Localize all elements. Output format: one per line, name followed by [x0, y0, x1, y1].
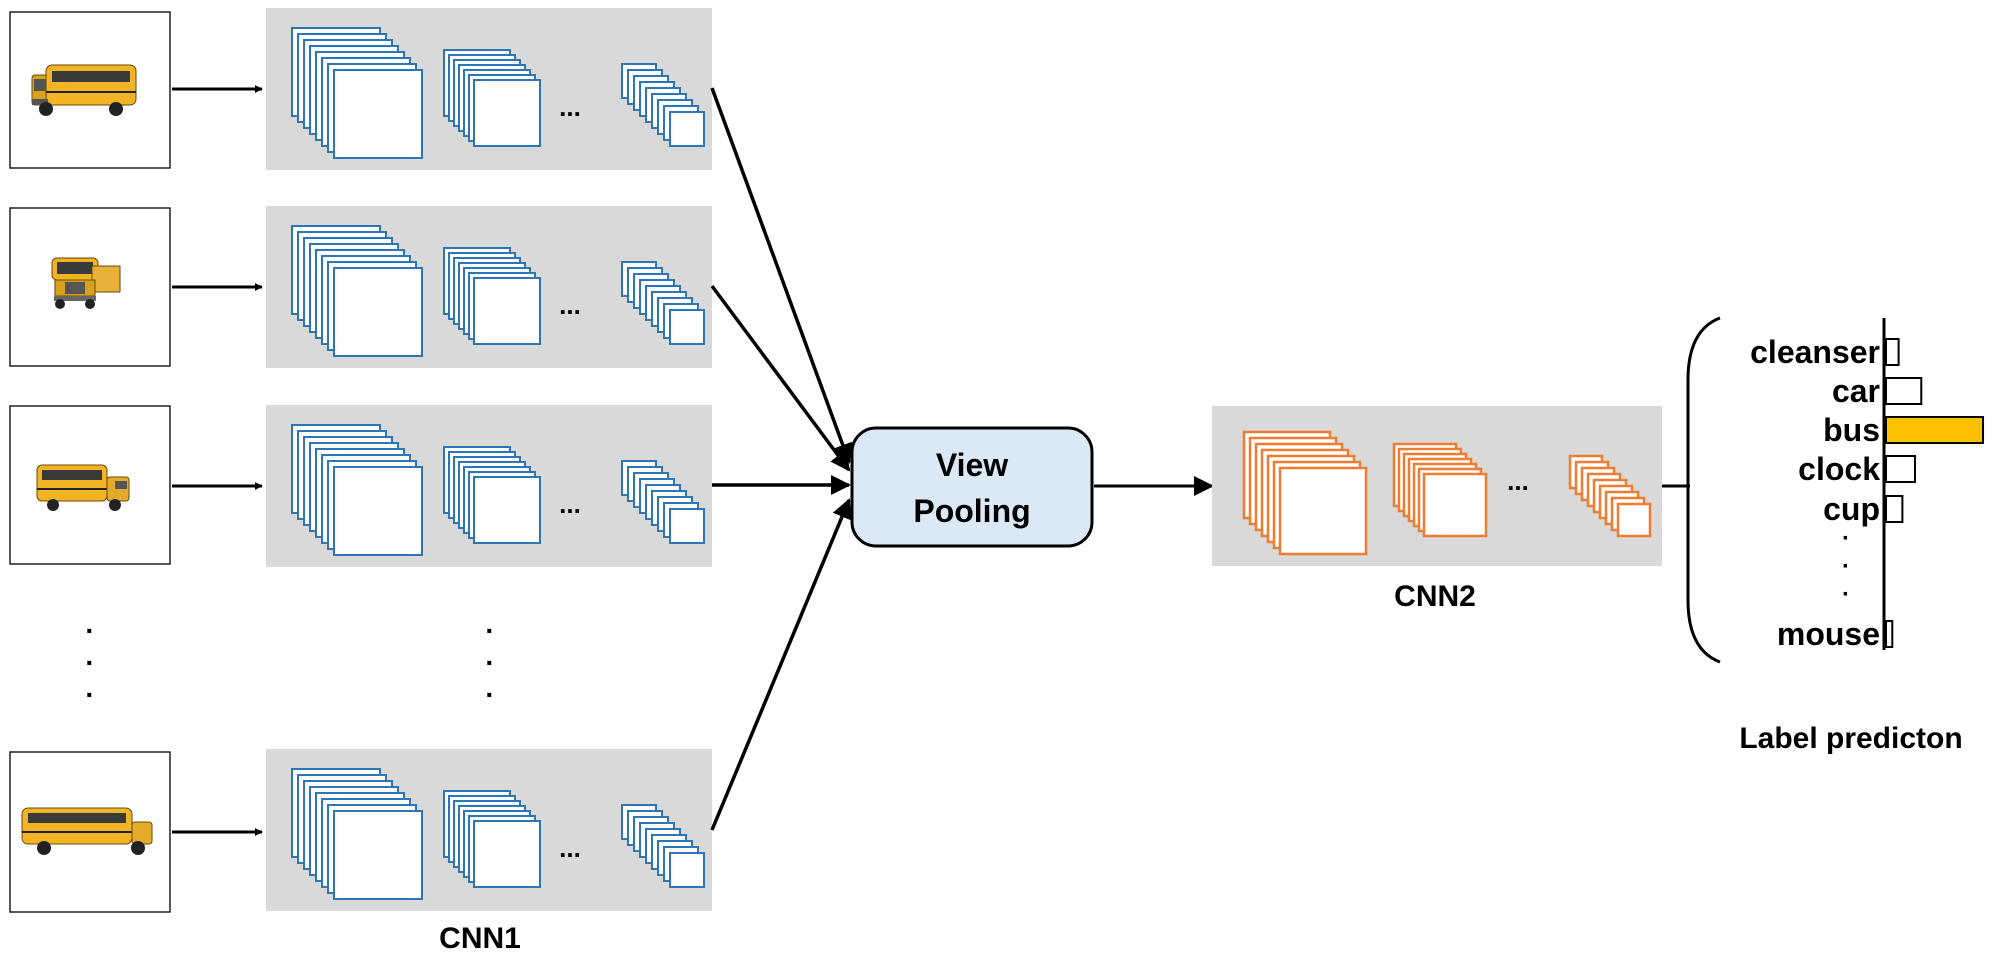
- ellipsis-dot: ·: [485, 679, 494, 710]
- feature-map: [473, 820, 541, 888]
- feature-map-stack: [1242, 430, 1368, 556]
- ellipsis: ...: [559, 489, 581, 519]
- feature-map-stack: [291, 225, 423, 357]
- prediction-bar: [1885, 377, 1923, 405]
- ellipsis: ...: [559, 290, 581, 320]
- ellipsis-dot: ·: [485, 615, 494, 646]
- cnn1-rows: ............: [266, 8, 712, 911]
- feature-map-stack: [291, 27, 423, 159]
- prediction-label: cleanser: [1750, 334, 1880, 370]
- school-bus-icon: [31, 64, 137, 116]
- ellipsis-dot: ·: [485, 647, 494, 678]
- ellipsis: ...: [559, 833, 581, 863]
- prediction-row-bus: bus: [1823, 412, 1985, 448]
- feature-map: [333, 810, 423, 900]
- pooling-arrow: [710, 498, 852, 831]
- feature-map-stack: [1568, 454, 1652, 538]
- prediction-bar: [1885, 620, 1894, 648]
- prediction-label: bus: [1823, 412, 1880, 448]
- feature-map: [1616, 502, 1652, 538]
- feature-map-stack: [621, 261, 705, 345]
- feature-map: [1422, 472, 1488, 538]
- prediction-bar: [1885, 338, 1900, 366]
- feature-map-stack: [1392, 442, 1488, 538]
- feature-map: [669, 508, 705, 544]
- prediction-label: clock: [1798, 451, 1880, 487]
- school-bus-icon: [36, 464, 130, 511]
- feature-map-stack: [621, 460, 705, 544]
- input-view-1: [9, 11, 171, 169]
- prediction-label: cup: [1823, 491, 1880, 527]
- prediction-dot: ·: [1842, 553, 1850, 580]
- feature-map: [669, 111, 705, 147]
- school-bus-icon: [51, 257, 121, 309]
- cnn1-row: ...: [266, 749, 712, 911]
- feature-map: [333, 69, 423, 159]
- prediction-bar: [1885, 416, 1985, 444]
- ellipsis: ...: [559, 92, 581, 122]
- input-view-2: [9, 207, 171, 367]
- ellipsis-dot: ·: [85, 615, 94, 646]
- prediction-label: car: [1832, 373, 1880, 409]
- prediction-title: Label predicton: [1739, 722, 1962, 755]
- prediction-row-clock: clock: [1798, 451, 1916, 487]
- cnn2-label: CNN2: [1394, 580, 1476, 613]
- input-arrows: [172, 85, 263, 836]
- prediction-bracket: [1686, 316, 1721, 664]
- prediction-row-car: car: [1832, 373, 1923, 409]
- ellipsis-dot: ·: [85, 679, 94, 710]
- cnn2-row: ...: [1212, 406, 1662, 566]
- feature-map-stack: [291, 768, 423, 900]
- feature-map-stack: [443, 247, 541, 345]
- feature-map: [333, 267, 423, 357]
- prediction-dot: ·: [1842, 581, 1850, 608]
- pooling-arrow: [710, 87, 853, 464]
- feature-map: [473, 79, 541, 147]
- feature-map-stack: [291, 424, 423, 556]
- feature-map-stack: [443, 49, 541, 147]
- feature-map-stack: [621, 63, 705, 147]
- feature-map: [669, 309, 705, 345]
- ellipsis: ...: [1507, 466, 1529, 496]
- pooling-input-arrows: [710, 87, 853, 831]
- ellipsis-dot: ·: [85, 647, 94, 678]
- feature-map-stack: [621, 804, 705, 888]
- feature-map-stack: [443, 790, 541, 888]
- feature-map: [333, 466, 423, 556]
- prediction-row-cup: cup: [1823, 491, 1904, 527]
- input-view-4: [9, 751, 171, 913]
- feature-map: [1278, 466, 1368, 556]
- prediction-row-mouse: mouse: [1777, 616, 1894, 652]
- view-pooling-box: View Pooling: [850, 426, 1094, 548]
- school-bus-icon: [21, 807, 153, 855]
- feature-map: [669, 852, 705, 888]
- feature-map-stack: [443, 446, 541, 544]
- view-pooling-label-line2: Pooling: [913, 493, 1030, 529]
- prediction-dot: ·: [1842, 525, 1850, 552]
- cnn1-row: ...: [266, 405, 712, 567]
- view-pooling-label-line1: View: [936, 447, 1008, 483]
- prediction-dots: · · ·: [1842, 525, 1850, 608]
- vertical-ellipsis-images: · · ·: [85, 615, 94, 710]
- prediction-label: mouse: [1777, 616, 1880, 652]
- input-view-3: [9, 405, 171, 565]
- feature-map: [473, 476, 541, 544]
- vertical-ellipsis-cnn1: · · ·: [485, 615, 494, 710]
- prediction-bar: [1885, 495, 1904, 523]
- feature-map: [473, 277, 541, 345]
- prediction-bar: [1885, 455, 1916, 483]
- cnn1-row: ...: [266, 206, 712, 368]
- cnn1-label: CNN1: [439, 922, 521, 955]
- pooling-arrow: [710, 284, 851, 472]
- prediction-row-cleanser: cleanser: [1750, 334, 1900, 370]
- cnn1-row: ...: [266, 8, 712, 170]
- input-views: [9, 11, 171, 913]
